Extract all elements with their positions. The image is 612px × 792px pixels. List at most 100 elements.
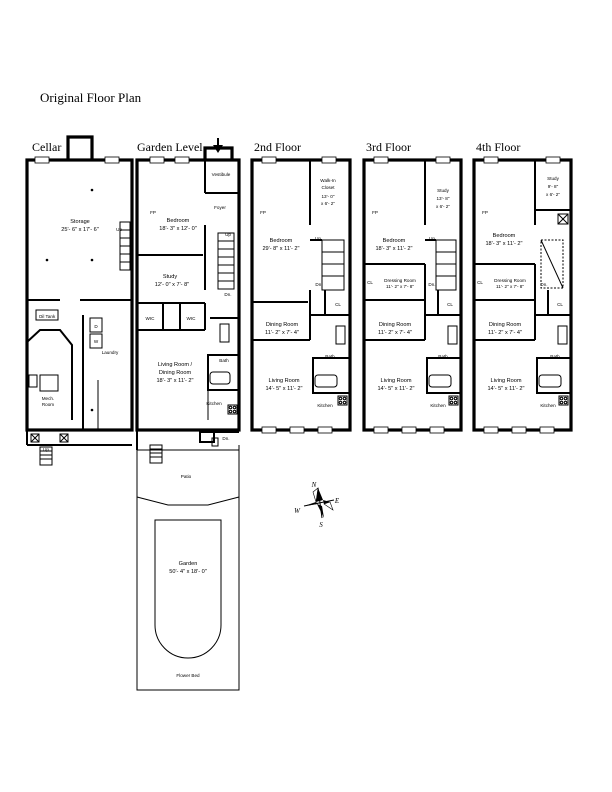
mech-room-label-line2: Room [42,402,54,407]
toilet-icon [447,325,458,345]
patio-label: Patio [181,474,192,479]
fourth-fireplace-label: FP [482,210,488,215]
cellar-front-up-label: Up [43,447,49,452]
cellar-window-icon [59,433,69,443]
fourth-dining-room-label: Dining Room [489,322,522,328]
study-dimensions: 12'- 0" x 7'- 8" [155,282,189,288]
fourth-closet-right-label: CL [557,302,563,307]
foyer-label: Foyer [214,205,226,210]
garden-front-down-label: Dn. [222,436,229,441]
dryer-label: D [94,324,98,329]
floor-label-3rd-floor: 3rd Floor [366,140,411,154]
fourth-study-label: Study [547,176,559,181]
third-floor-stair-icon [435,239,457,291]
cellar-up-label: Up [116,227,122,232]
wic-left-label: WIC [146,316,156,321]
vestibule-label: Vestibule [212,172,231,177]
fourth-bedroom-label: Bedroom [493,233,516,239]
second-dining-room-label: Dining Room [266,322,299,328]
bathtub-icon [538,374,562,388]
second-down-label: Dn. [315,282,322,287]
garden-kitchen-label: Kitchen [206,401,222,406]
washer-icon [89,333,103,349]
walk-in-closet-label-line1: Walk-In [320,178,336,183]
fourth-study-dimensions-line1: 9'- 8" [548,184,559,189]
third-dressing-room-label: Dressing Room [384,278,416,283]
fourth-down-label: Dn. [540,282,547,287]
third-dining-room-dimensions: 11'- 2" x 7'- 4" [378,330,412,336]
second-closet-label: CL [335,302,341,307]
garden-fireplace-label: FP [150,210,156,215]
third-living-room-dimensions: 14'- 5" x 11'- 2" [377,386,414,392]
garden-front-stair-icon [149,444,163,464]
stove-icon [448,395,459,406]
study-label: Study [163,274,178,280]
laundry-label: Laundry [102,350,119,355]
garden-up-label: Up [225,232,231,237]
third-up-label: Up [429,236,435,241]
garden-level-plan: Vestibule Foyer FP Bedroom 18'- 3" x 12'… [135,138,241,691]
toilet-icon [335,325,346,345]
oil-tank-icon [35,309,59,321]
third-study-dimensions-line2: x 6'- 2" [436,204,450,209]
compass-south: S [319,521,323,529]
oil-tank-label: Oil Tank [39,314,56,319]
living-room-label-line1: Living Room / [158,362,193,368]
third-bedroom-label: Bedroom [383,238,406,244]
third-floor-plan: Study 13'- 8" x 6'- 2" FP Bedroom 18'- 3… [362,158,463,432]
second-kitchen-label: Kitchen [317,403,333,408]
third-study-dimensions-line1: 13'- 8" [437,196,450,201]
mech-room-label-line1: Mech. [42,396,55,401]
toilet-icon [219,323,230,343]
compass-west: W [294,507,301,515]
second-fireplace-label: FP [260,210,266,215]
boiler-icon [39,374,59,392]
walk-in-closet-dimensions-line1: 13'- 0" [322,194,335,199]
second-bedroom-dimensions: 29'- 8" x 11'- 2" [262,246,299,252]
bathtub-icon [428,374,452,388]
second-up-label: Up [315,236,321,241]
washer-label: W [94,339,99,344]
third-study-label: Study [437,188,449,193]
garden-bedroom-label: Bedroom [167,218,190,224]
storage-label: Storage [70,219,90,225]
toilet-icon [557,325,568,345]
compass-east: E [334,497,340,505]
fourth-floor-plan: Study 9'- 8" x 6'- 2" FP Bedroom 18'- 3"… [472,158,573,432]
floor-label-4th-floor: 4th Floor [476,140,521,154]
second-dining-room-dimensions: 11'- 2" x 7'- 4" [265,330,299,336]
fourth-bath-label: Bath [550,354,560,359]
garden-down-label: Dn. [224,292,231,297]
storage-dimensions: 25'- 6" x 17'- 6" [61,227,99,233]
second-living-room-dimensions: 14'- 5" x 11'- 2" [265,386,302,392]
floor-label-garden-level: Garden Level [137,140,203,154]
floor-label-2nd-floor: 2nd Floor [254,140,302,154]
lawn-outline [154,519,222,659]
fourth-floor-stair-icon [540,239,564,289]
cellar-plan: Storage 25'- 6" x 17'- 6" Up Oil Tank D … [25,135,134,466]
window-marks [34,156,561,434]
third-dining-room-label: Dining Room [379,322,412,328]
bathtub-icon [314,374,338,388]
third-living-room-label: Living Room [380,378,411,384]
living-room-label-line2: Dining Room [159,370,192,376]
third-down-label: Dn. [428,282,435,287]
entry-arrow-icon [213,138,223,153]
fourth-dining-room-dimensions: 11'- 2" x 7'- 4" [488,330,522,336]
cellar-outline [25,158,134,432]
third-closet-right-label: CL [447,302,453,307]
second-bedroom-label: Bedroom [270,238,293,244]
fourth-kitchen-label: Kitchen [540,403,556,408]
cellar-stair-front-icon [39,446,53,466]
second-floor-plan: Walk-In Closet 13'- 0" x 6'- 2" FP Bedro… [250,158,352,432]
fourth-bedroom-dimensions: 18'- 3" x 11'- 2" [485,241,522,247]
third-dressing-room-dimensions: 11'- 2" x 7'- 8" [386,284,414,289]
fourth-dressing-room-label: Dressing Room [494,278,526,283]
second-living-room-label: Living Room [268,378,299,384]
second-floor-stair-icon [321,239,345,291]
skylight-icon [557,213,569,225]
fourth-study-dimensions-line2: x 6'- 2" [546,192,560,197]
third-kitchen-label: Kitchen [430,403,446,408]
third-fireplace-label: FP [372,210,378,215]
